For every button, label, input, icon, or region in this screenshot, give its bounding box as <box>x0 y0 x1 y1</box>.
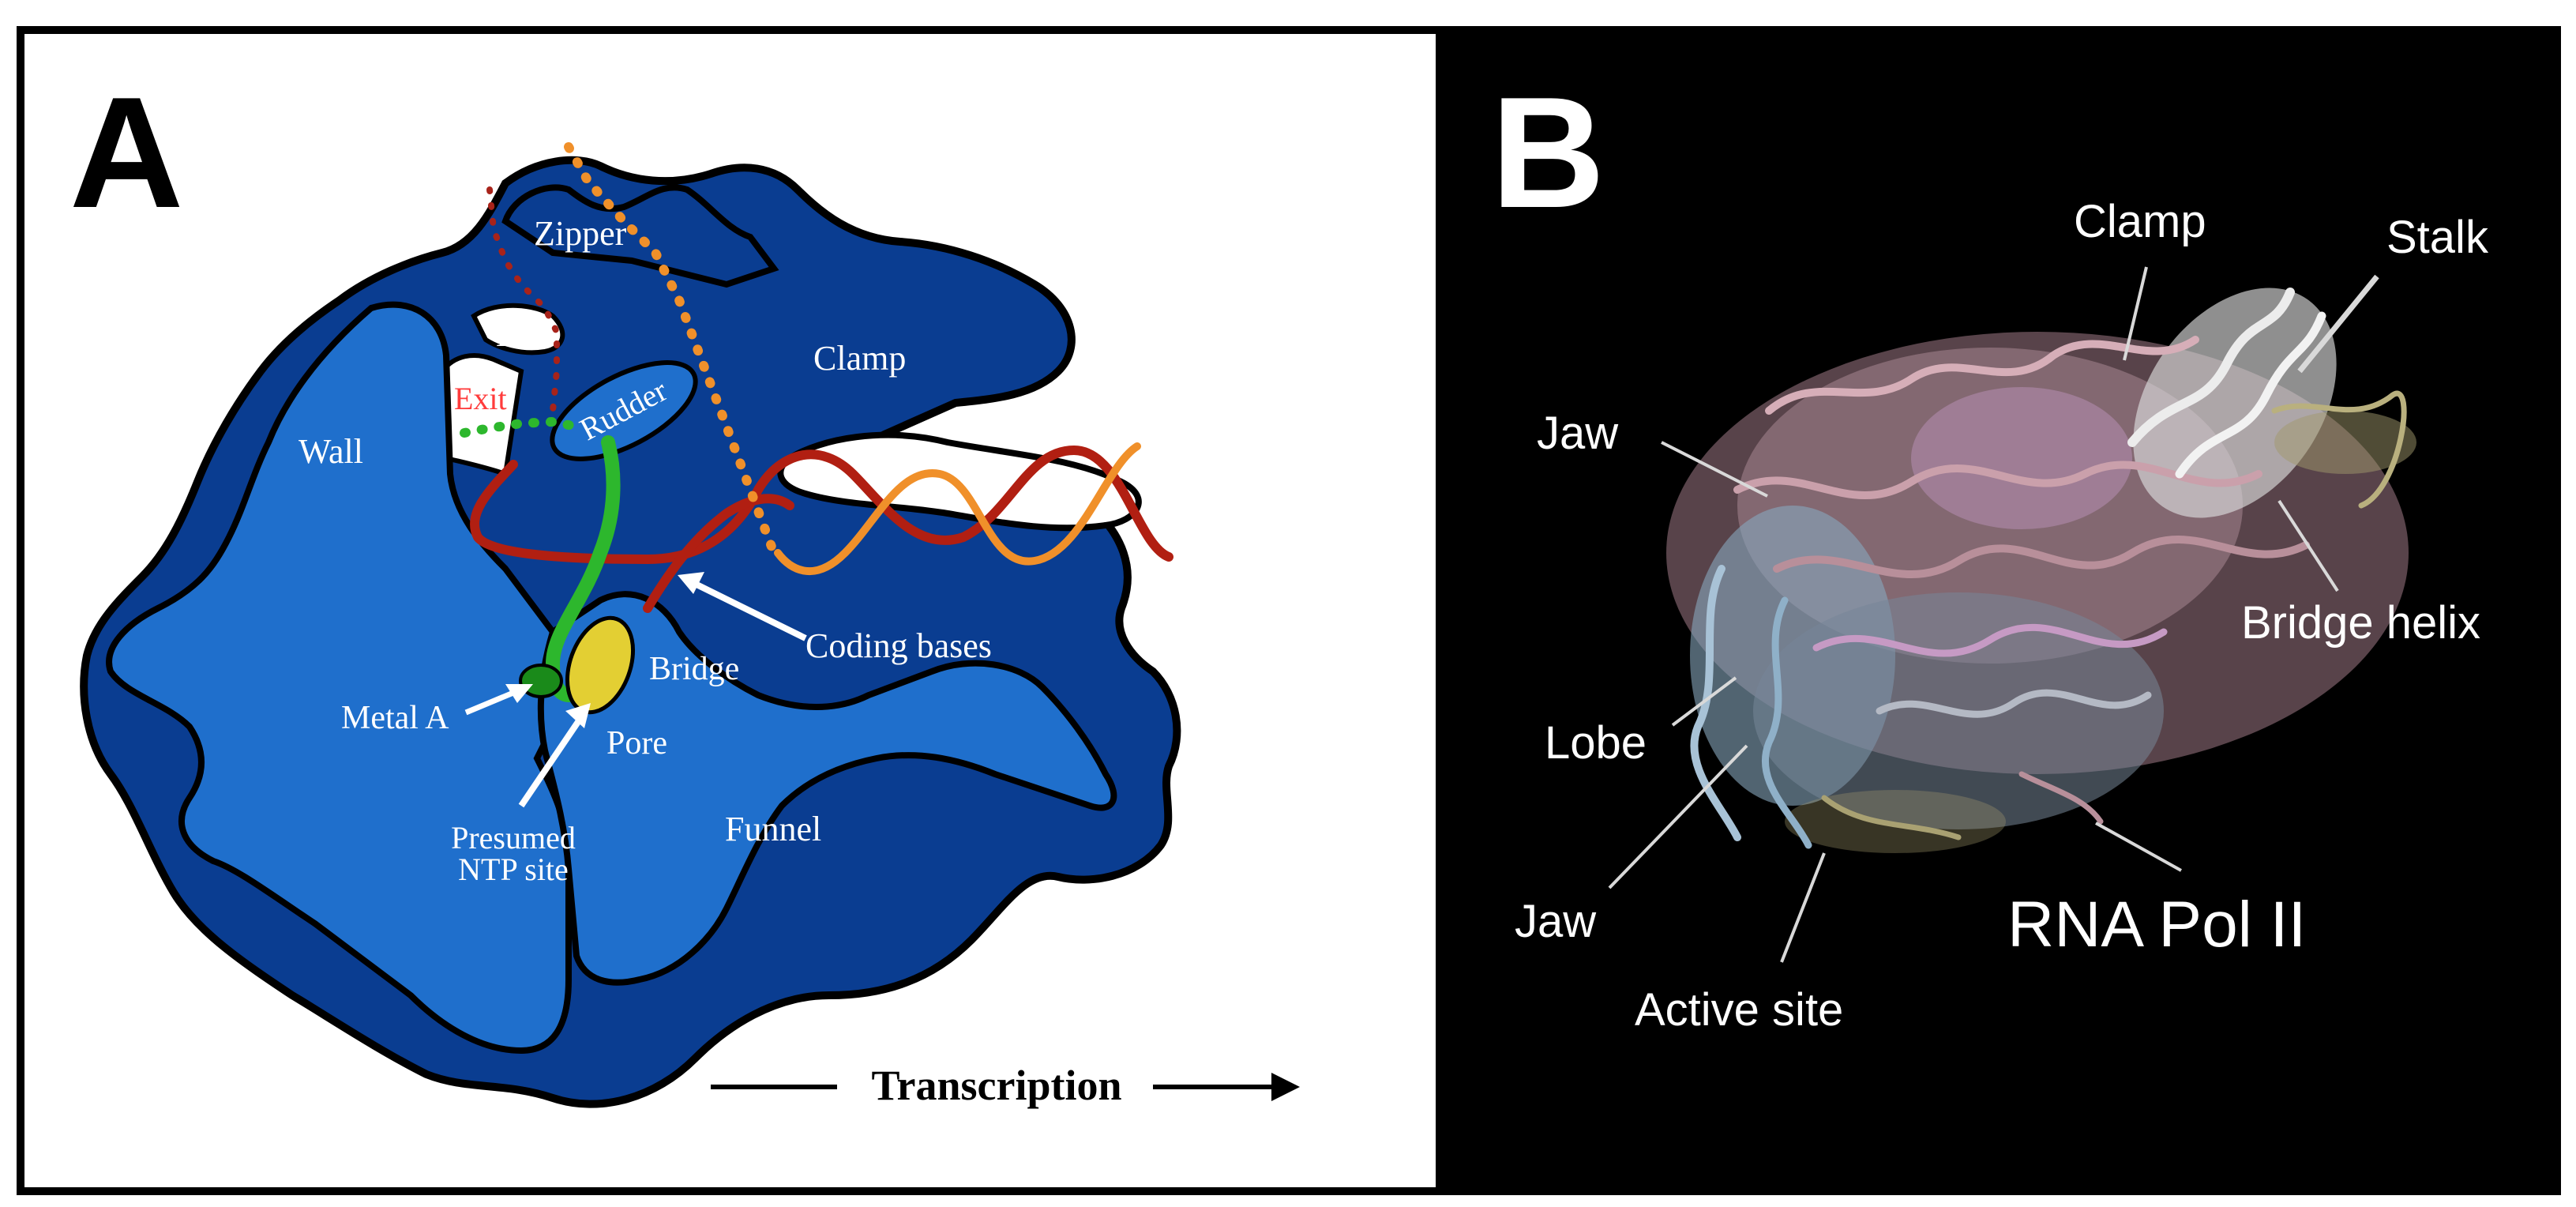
label-pore: Pore <box>606 725 667 761</box>
arrow-coding-bases <box>678 572 807 641</box>
template-strand-lower <box>643 494 794 613</box>
panel-a: A Zipper Lid Exit Rudder Clamp Wall Codi… <box>30 36 1434 1182</box>
lid-gap <box>471 303 565 355</box>
leader-bridge-helix <box>2277 499 2339 592</box>
funnel-domain <box>537 591 1117 986</box>
panel-b-letter: B <box>1491 65 1605 241</box>
panel-a-letter: A <box>69 65 183 241</box>
label-b-bridge-helix: Bridge helix <box>2241 597 2480 649</box>
lid-loop-dots <box>486 186 560 414</box>
metal-a <box>519 664 563 698</box>
label-b-stalk: Stalk <box>2386 212 2489 263</box>
label-funnel: Funnel <box>725 810 821 848</box>
transcription-arrow <box>711 1073 1300 1101</box>
label-zipper: Zipper <box>534 214 627 253</box>
figure-frame <box>17 26 2561 1195</box>
label-b-jaw-bottom: Jaw <box>1515 896 1597 947</box>
template-strand <box>470 445 1173 565</box>
arrow-ntp <box>518 703 591 808</box>
panel-b: B Clamp Stalk Jaw Bridge helix Lobe Jaw … <box>1442 33 2554 1188</box>
rudder <box>550 360 698 461</box>
rna-exit-dots <box>460 416 581 438</box>
nontemplate-strand <box>774 442 1141 575</box>
label-exit: Exit <box>454 381 507 416</box>
leader-jaw-bottom <box>1608 744 1748 889</box>
label-wall: Wall <box>299 432 363 471</box>
protein-ribbons <box>1690 288 2407 849</box>
label-lid: Lid <box>496 315 544 354</box>
leader-lines <box>1608 266 2379 963</box>
leader-rna-pol <box>2095 822 2182 872</box>
label-bridge: Bridge <box>649 651 739 687</box>
leader-stalk <box>2297 274 2379 374</box>
label-presumed-ntp-line2: NTP site <box>458 852 569 887</box>
leader-clamp <box>2123 266 2148 361</box>
leader-jaw-top <box>1661 441 1768 498</box>
label-b-clamp: Clamp <box>2074 196 2206 247</box>
leader-active-site <box>1780 852 1826 963</box>
label-b-active-site: Active site <box>1635 984 1843 1036</box>
label-transcription: Transcription <box>871 1062 1121 1109</box>
arrow-metal-a <box>464 684 533 716</box>
label-b-rna-pol: RNA Pol II <box>2007 889 2306 961</box>
label-presumed-ntp-line1: Presumed <box>451 820 576 855</box>
leader-lobe <box>1671 676 1737 727</box>
label-clamp: Clamp <box>813 339 906 378</box>
label-metal-a: Metal A <box>341 700 449 736</box>
zipper-region <box>501 184 779 288</box>
label-coding-bases: Coding bases <box>805 626 992 665</box>
nontemplate-strand-dots <box>564 142 779 558</box>
label-b-jaw-top: Jaw <box>1537 408 1619 459</box>
label-b-lobe: Lobe <box>1545 717 1647 769</box>
